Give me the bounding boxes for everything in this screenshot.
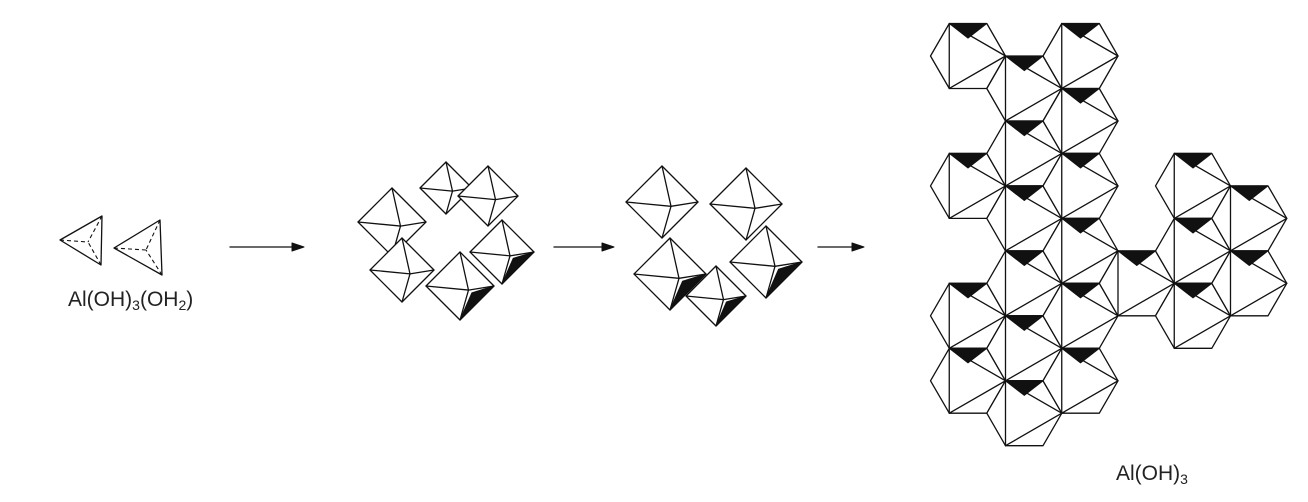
arrow-1 [230,243,304,251]
monomer-formula-label: Al(OH)3(OH2) [68,288,193,313]
octahedron [730,226,802,298]
gibbsite-sheet [931,24,1287,446]
monomer-tetrahedra [60,216,162,275]
product-formula-label: Al(OH)3 [1116,462,1188,487]
octahedron [458,166,518,226]
octahedron [420,162,472,214]
octahedron [358,188,426,256]
octahedral-aggregate [358,162,534,320]
arrow-3 [818,243,864,251]
octahedron [370,238,434,302]
octahedron [710,168,782,240]
tetrahedron-left [60,216,102,265]
octahedron [626,166,698,238]
arrow-2 [554,243,614,251]
tetrahedron-right [114,220,162,275]
octahedral-ring [626,166,802,326]
